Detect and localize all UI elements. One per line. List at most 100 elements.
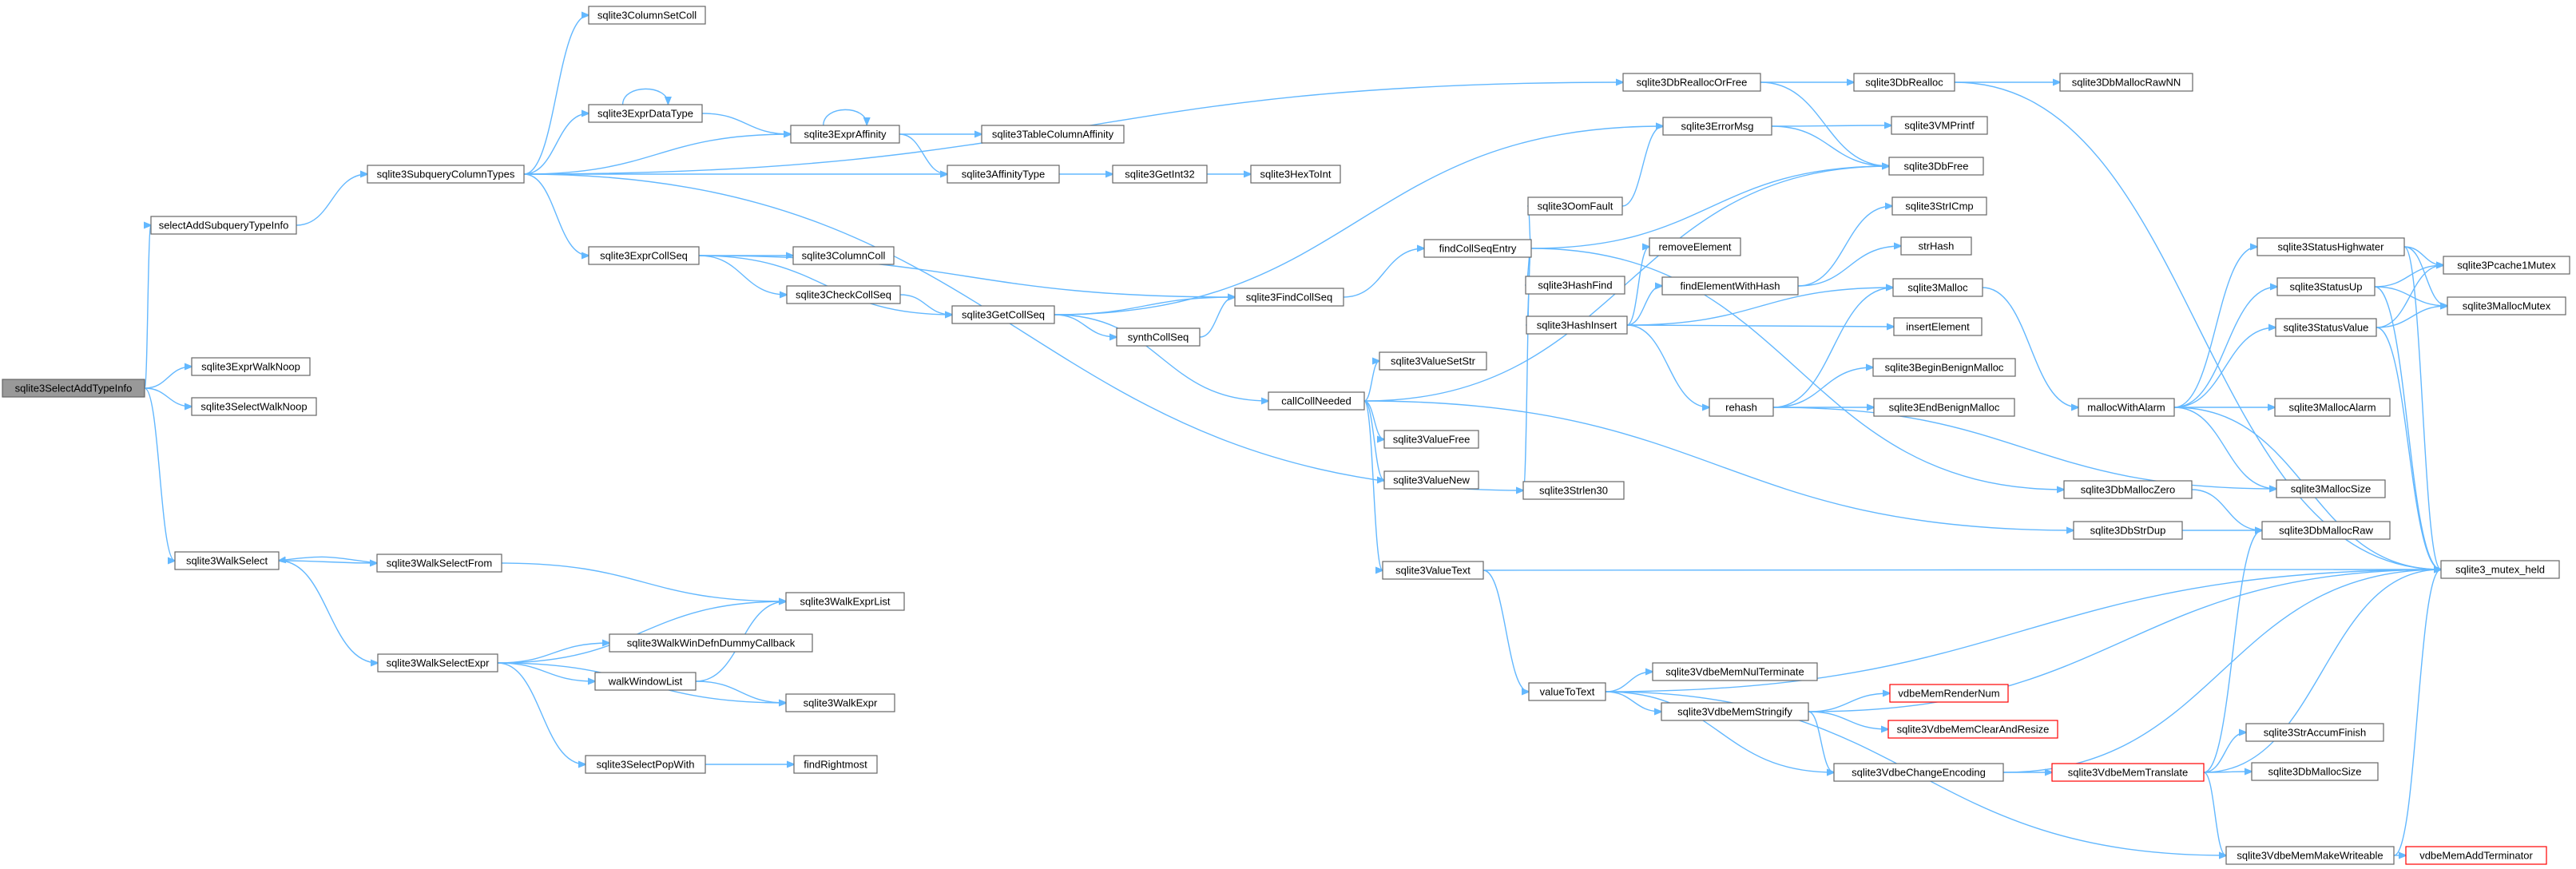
node-box[interactable] [1383, 470, 1479, 490]
node-walkSelectExpr[interactable]: sqlite3WalkSelectExpr [377, 653, 498, 673]
node-box[interactable] [594, 672, 697, 691]
node-box[interactable] [150, 216, 297, 235]
node-getCollSeq[interactable]: sqlite3GetCollSeq [951, 305, 1055, 324]
node-subqueryColumnTypes[interactable]: sqlite3SubqueryColumnTypes [367, 165, 525, 184]
node-box[interactable] [2405, 846, 2547, 865]
node-rehash[interactable]: rehash [1709, 398, 1774, 417]
node-vmPrintf[interactable]: sqlite3VMPrintf [1891, 116, 1988, 135]
node-vdbeMemNulTerminate[interactable]: sqlite3VdbeMemNulTerminate [1652, 662, 1818, 681]
node-box[interactable] [1383, 430, 1479, 449]
node-valueToText[interactable]: valueToText [1528, 682, 1606, 701]
node-box[interactable] [1116, 327, 1201, 347]
node-box[interactable] [1526, 315, 1628, 335]
node-box[interactable] [2276, 277, 2376, 296]
node-statusHighwater[interactable]: sqlite3StatusHighwater [2256, 237, 2405, 256]
node-box[interactable] [1652, 662, 1818, 681]
node-box[interactable] [947, 165, 1060, 184]
node-box[interactable] [1872, 358, 2016, 377]
node-affinityType[interactable]: sqlite3AffinityType [947, 165, 1060, 184]
node-strHash[interactable]: strHash [1900, 236, 1972, 256]
node-dbMallocRaw[interactable]: sqlite3DbMallocRaw [2261, 521, 2391, 540]
node-box[interactable] [2245, 723, 2384, 742]
node-box[interactable] [792, 246, 895, 265]
node-strlen30[interactable]: sqlite3Strlen30 [1522, 481, 1625, 500]
node-selectAddSubqueryTypeInfo[interactable]: selectAddSubqueryTypeInfo [150, 216, 297, 235]
node-box[interactable] [2073, 521, 2183, 540]
node-hashInsert[interactable]: sqlite3HashInsert [1526, 315, 1628, 335]
node-walkSelectFrom[interactable]: sqlite3WalkSelectFrom [376, 554, 502, 573]
node-box[interactable] [367, 165, 525, 184]
node-box[interactable] [1853, 73, 1955, 92]
node-walkExprList[interactable]: sqlite3WalkExprList [785, 592, 905, 611]
node-box[interactable] [1662, 117, 1772, 136]
node-findElementWithHash[interactable]: findElementWithHash [1661, 276, 1799, 296]
node-walkWinDefn[interactable]: sqlite3WalkWinDefnDummyCallback [609, 633, 813, 653]
node-box[interactable] [1891, 196, 1987, 216]
node-mallocMutex[interactable]: sqlite3MallocMutex [2447, 296, 2566, 315]
node-box[interactable] [1528, 682, 1606, 701]
node-box[interactable] [2274, 398, 2391, 417]
node-exprCollSeq[interactable]: sqlite3ExprCollSeq [588, 246, 700, 265]
node-box[interactable] [1661, 276, 1799, 296]
node-valueText[interactable]: sqlite3ValueText [1382, 561, 1484, 580]
node-box[interactable] [2063, 480, 2193, 499]
node-vdbeMemAddTerminator[interactable]: vdbeMemAddTerminator [2405, 846, 2547, 865]
node-box[interactable] [1649, 237, 1741, 256]
node-findCollSeq[interactable]: sqlite3FindCollSeq [1234, 288, 1344, 307]
node-box[interactable] [2261, 521, 2391, 540]
node-box[interactable] [1527, 196, 1623, 216]
node-box[interactable] [1888, 157, 1984, 176]
node-vdbeMemClearAndResize[interactable]: sqlite3VdbeMemClearAndResize [1887, 720, 2058, 739]
node-mallocSize[interactable]: sqlite3MallocSize [2276, 479, 2386, 498]
node-box[interactable] [1887, 720, 2058, 739]
node-box[interactable] [1522, 481, 1625, 500]
node-dbMallocSize[interactable]: sqlite3DbMallocSize [2251, 762, 2379, 781]
node-removeElement[interactable]: removeElement [1649, 237, 1741, 256]
node-exprWalkNoop[interactable]: sqlite3ExprWalkNoop [191, 357, 311, 376]
node-beginBenignMalloc[interactable]: sqlite3BeginBenignMalloc [1872, 358, 2016, 377]
node-dbRealloc[interactable]: sqlite3DbRealloc [1853, 73, 1955, 92]
node-callCollNeeded[interactable]: callCollNeeded [1268, 391, 1365, 411]
node-box[interactable] [191, 397, 317, 416]
node-findCollSeqEntry[interactable]: findCollSeqEntry [1423, 239, 1532, 258]
node-box[interactable] [376, 554, 502, 573]
node-mallocWithAlarm[interactable]: mallocWithAlarm [2078, 398, 2175, 417]
node-box[interactable] [2440, 560, 2560, 579]
node-box[interactable] [1833, 763, 2004, 782]
node-box[interactable] [1893, 317, 1983, 336]
node-box[interactable] [785, 592, 905, 611]
node-dbMallocRawNN[interactable]: sqlite3DbMallocRawNN [2059, 73, 2193, 92]
node-root[interactable]: sqlite3SelectAddTypeInfo [2, 379, 145, 398]
node-dbMallocZero[interactable]: sqlite3DbMallocZero [2063, 480, 2193, 499]
node-box[interactable] [1379, 351, 1487, 371]
node-dbFree[interactable]: sqlite3DbFree [1888, 157, 1984, 176]
node-valueNew[interactable]: sqlite3ValueNew [1383, 470, 1479, 490]
node-box[interactable] [1709, 398, 1774, 417]
node-box[interactable] [1112, 165, 1208, 184]
node-box[interactable] [2078, 398, 2175, 417]
node-hexToInt[interactable]: sqlite3HexToInt [1250, 165, 1341, 184]
node-box[interactable] [2, 379, 145, 398]
node-box[interactable] [377, 653, 498, 673]
node-strAccumFinish[interactable]: sqlite3StrAccumFinish [2245, 723, 2384, 742]
node-box[interactable] [1382, 561, 1484, 580]
node-box[interactable] [1622, 73, 1761, 92]
node-exprAffinity[interactable]: sqlite3ExprAffinity [790, 125, 900, 144]
node-walkExpr[interactable]: sqlite3WalkExpr [785, 693, 895, 712]
node-pcache1Mutex[interactable]: sqlite3Pcache1Mutex [2443, 256, 2570, 275]
node-vdbeMemStringify[interactable]: sqlite3VdbeMemStringify [1661, 702, 1809, 721]
node-errorMsg[interactable]: sqlite3ErrorMsg [1662, 117, 1772, 136]
node-box[interactable] [951, 305, 1055, 324]
node-box[interactable] [2443, 256, 2570, 275]
node-exprDataType[interactable]: sqlite3ExprDataType [588, 104, 703, 123]
node-insertElement[interactable]: insertElement [1893, 317, 1983, 336]
node-box[interactable] [1525, 276, 1625, 295]
node-box[interactable] [2275, 318, 2377, 337]
node-walkSelect[interactable]: sqlite3WalkSelect [174, 551, 280, 570]
node-dbReallocOrFree[interactable]: sqlite3DbReallocOrFree [1622, 73, 1761, 92]
node-box[interactable] [2225, 846, 2395, 865]
node-box[interactable] [609, 633, 813, 653]
node-box[interactable] [1234, 288, 1344, 307]
node-box[interactable] [2251, 762, 2379, 781]
node-findRightmost[interactable]: findRightmost [793, 755, 878, 774]
